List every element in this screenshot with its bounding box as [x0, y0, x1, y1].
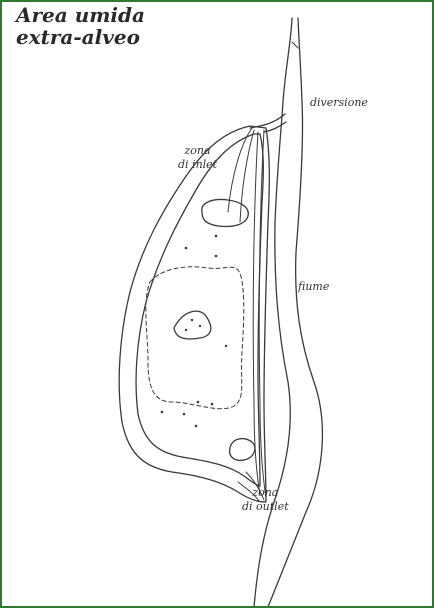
- label-diversione: diversione: [310, 96, 368, 110]
- river-top-mark: [292, 42, 298, 48]
- label-fiume: fiume: [298, 280, 329, 294]
- lower-pond: [230, 439, 255, 461]
- central-island: [174, 311, 211, 339]
- river-left-bank: [254, 18, 292, 607]
- label-outlet: zona di outlet: [242, 486, 289, 514]
- upper-pond: [202, 200, 248, 227]
- vegetation-marks: [161, 235, 228, 428]
- central-marsh: [146, 267, 244, 409]
- label-inlet: zona di inlet: [178, 144, 217, 172]
- wetland-outer-boundary: [119, 126, 269, 502]
